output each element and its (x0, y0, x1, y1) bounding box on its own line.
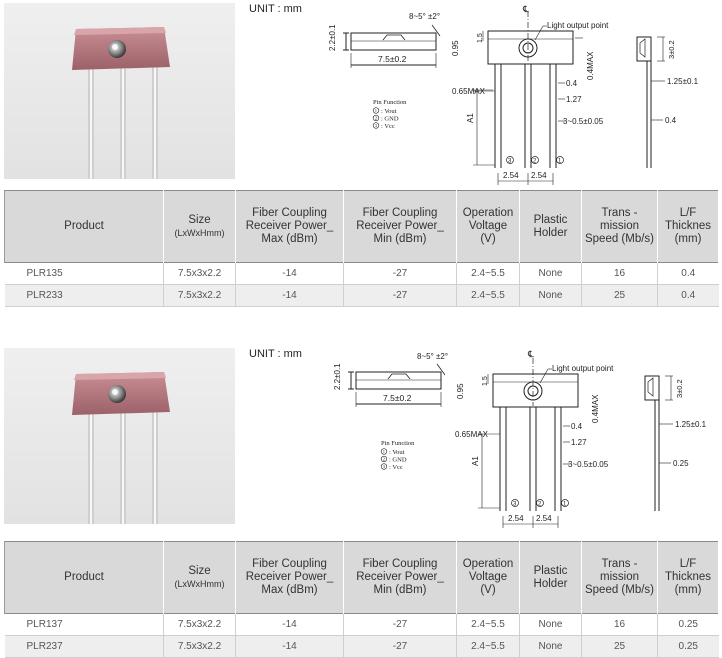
dim-height-label: 2.2±0.1 (333, 363, 342, 390)
col-product: Product (4, 190, 164, 263)
dim-leads-label: 3~0.5±0.05 (563, 117, 604, 126)
dim-127-label: 1.27 (571, 438, 587, 447)
technical-drawing: 2.2±0.1 7.5±0.2 8~5° ±2° (245, 3, 722, 193)
pin-2-function: : GND (381, 116, 399, 123)
pin-3-function: : Vcc (389, 464, 403, 471)
angle-label: 8~5° ±2° (409, 12, 440, 21)
angle-label: 8~5° ±2° (417, 352, 448, 361)
dim-095-label: 0.95 (451, 40, 460, 56)
dim-30-label: 3±0.2 (675, 379, 684, 398)
legend-num-2: 2 (375, 116, 377, 121)
dim-04max-label: 0.4MAX (586, 51, 595, 80)
dim-065max-label: 0.65MAX (452, 87, 486, 96)
dim-lf-label: 0.4 (665, 116, 677, 125)
pin-number-2: 2 (533, 159, 537, 165)
legend-num-2: 2 (383, 457, 385, 462)
right-view (644, 375, 673, 511)
dim-04max-label: 0.4MAX (591, 394, 600, 423)
dim-125-label: 1.25±0.1 (675, 420, 707, 429)
light-output-label: Light output point (552, 364, 614, 373)
pin-3-function: : Vcc (381, 123, 395, 130)
pin-function-title: Pin Function (381, 440, 415, 447)
front-view (471, 11, 583, 185)
dim-a1-label: A1 (471, 456, 480, 466)
front-view (478, 358, 579, 528)
dim-254a-label: 2.54 (508, 514, 524, 523)
dim-lf-label: 0.25 (673, 459, 689, 468)
pin-1-function: : Vout (389, 449, 405, 456)
pin-number-markers (506, 156, 564, 164)
dim-leads-label: 3~0.5±0.05 (568, 460, 609, 469)
dim-254b-label: 2.54 (536, 514, 552, 523)
side-view (343, 24, 441, 68)
dim-095-label: 0.95 (456, 383, 465, 399)
dim-a1-label: A1 (466, 113, 475, 123)
right-view (636, 36, 665, 168)
pin-number-markers (511, 499, 569, 507)
pin-number-3: 3 (513, 502, 517, 508)
unit-label: UNIT : mm (249, 348, 302, 360)
dim-254a-label: 2.54 (503, 171, 519, 180)
pin-number-1: 1 (558, 159, 562, 165)
pin-1-function: : Vout (381, 108, 397, 115)
technical-drawing: 2.2±0.1 7.5±0.2 8~5° ±2° (245, 346, 722, 536)
product-photo (4, 348, 235, 524)
pin-function-title: Pin Function (373, 99, 407, 106)
pin-number-1: 1 (563, 502, 567, 508)
dim-127-label: 1.27 (566, 95, 582, 104)
unit-label: UNIT : mm (249, 3, 302, 15)
legend-num-1: 1 (383, 449, 385, 454)
legend-num-3: 3 (375, 123, 378, 128)
legend-num-3: 3 (383, 464, 386, 469)
dim-065max-label: 0.65MAX (455, 430, 489, 439)
pin-legend-markers (380, 448, 388, 470)
pin-number-2: 2 (538, 502, 542, 508)
dim-254b-label: 2.54 (531, 171, 547, 180)
dim-04-label: 0.4 (566, 79, 578, 88)
pin-legend-markers (372, 107, 380, 129)
col-product: Product (4, 541, 164, 614)
dim-width-label: 7.5±0.2 (383, 393, 412, 403)
centerline-label: ℄ (522, 4, 529, 14)
pin-number-3: 3 (508, 159, 512, 165)
dim-30-label: 3±0.2 (667, 40, 676, 59)
legend-num-1: 1 (375, 108, 377, 113)
dim-125-label: 1.25±0.1 (667, 77, 699, 86)
centerline-label: ℄ (527, 349, 534, 359)
col-size: Size(LxWxHmm) (163, 541, 236, 614)
light-output-label: Light output point (547, 21, 609, 30)
dim-04-label: 0.4 (571, 422, 583, 431)
dim-width-label: 7.5±0.2 (378, 54, 407, 64)
side-view (348, 363, 446, 407)
product-photo (4, 3, 235, 179)
dim-height-label: 2.2±0.1 (328, 24, 337, 51)
dim-15-label: 1.5 (477, 33, 484, 43)
pin-2-function: : GND (389, 457, 407, 464)
col-size: Size(LxWxHmm) (163, 190, 236, 263)
dim-15-label: 1.5 (482, 376, 489, 386)
